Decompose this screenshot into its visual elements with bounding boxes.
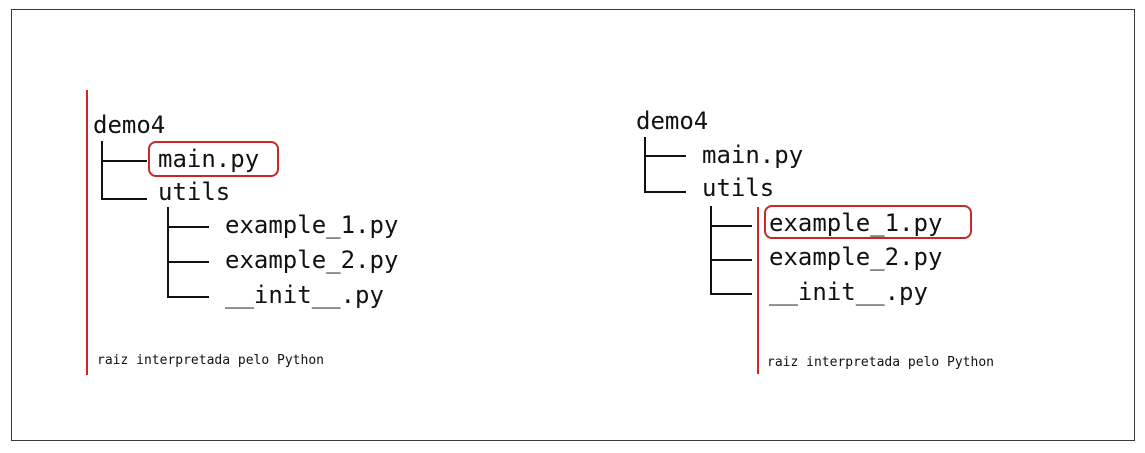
left-branch-file-1: [167, 226, 209, 228]
left-branch-file-3: [167, 296, 209, 298]
right-root-trunk: [644, 137, 646, 193]
right-file-3: __init__.py: [769, 278, 928, 306]
left-root-marker: [86, 90, 88, 375]
right-root-folder: demo4: [636, 107, 709, 135]
right-branch-file-3: [710, 293, 752, 295]
right-branch-file-2: [710, 259, 752, 261]
right-utils-folder: utils: [702, 174, 775, 202]
right-branch-main: [644, 155, 686, 157]
right-root-marker: [757, 207, 759, 374]
left-main-highlight: [148, 141, 279, 177]
right-branch-utils: [644, 191, 686, 193]
right-main-file: main.py: [702, 141, 804, 169]
right-file-2: example_2.py: [769, 243, 943, 271]
right-file-1: example_1.py: [769, 209, 943, 237]
left-utils-trunk: [167, 207, 169, 297]
left-root-note: raiz interpretada pelo Python: [97, 353, 324, 368]
right-branch-file-1: [710, 225, 752, 227]
left-file-3: __init__.py: [225, 281, 384, 309]
left-branch-main: [101, 160, 147, 162]
right-example-1-highlight: [764, 205, 972, 239]
left-utils-folder: utils: [158, 178, 231, 206]
right-root-note: raiz interpretada pelo Python: [767, 355, 994, 370]
left-root-folder: demo4: [93, 111, 166, 139]
diagram-frame: [11, 9, 1135, 441]
left-branch-utils: [101, 198, 147, 200]
right-utils-trunk: [710, 206, 712, 295]
left-file-1: example_1.py: [225, 211, 399, 239]
left-main-file: main.py: [158, 145, 260, 173]
left-root-trunk: [101, 141, 103, 199]
left-branch-file-2: [167, 261, 209, 263]
left-file-2: example_2.py: [225, 246, 399, 274]
